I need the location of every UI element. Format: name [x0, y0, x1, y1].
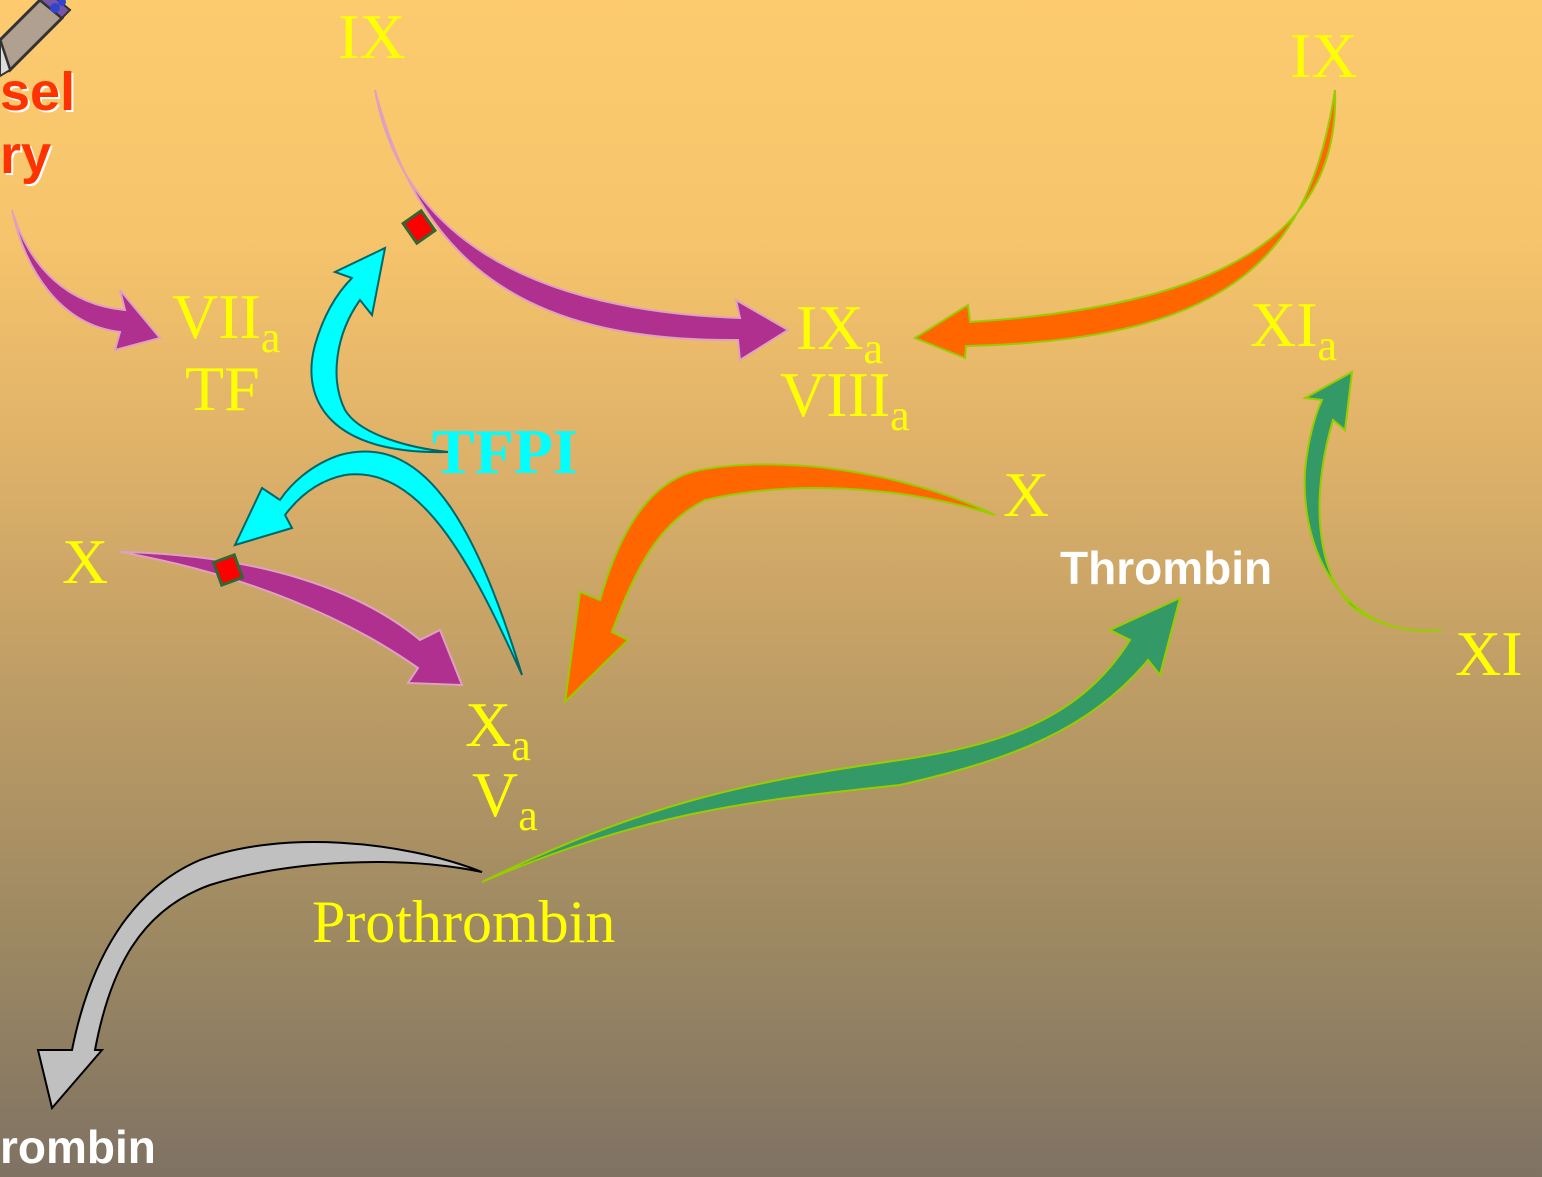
- label-tf: TF: [185, 357, 260, 421]
- label-viiia: VIIIa: [780, 363, 910, 427]
- label-xia-sub: a: [1318, 321, 1338, 370]
- arrow-ix-to-ixa: [375, 90, 788, 360]
- vessel-injury-label-line2: ry: [0, 128, 51, 182]
- arrow-injury-to-viia: [12, 210, 160, 350]
- arrow-tfpi-to-viia: [311, 248, 448, 452]
- label-thrombin-right: Thrombin: [1060, 545, 1272, 591]
- label-x-right: X: [1003, 463, 1049, 527]
- label-viia-main: VII: [172, 281, 261, 352]
- label-xa: Xa: [465, 693, 531, 757]
- label-thrombin-bottom: rombin: [0, 1124, 156, 1170]
- arrow-x-to-xa: [120, 552, 462, 685]
- label-viiia-sub: a: [890, 391, 910, 440]
- vessel-injury-label-line1: sel: [0, 65, 75, 119]
- label-ix-top: IX: [338, 5, 406, 69]
- label-ix-right: IX: [1290, 24, 1358, 88]
- label-xi: XI: [1455, 622, 1523, 686]
- label-xia-main: XI: [1250, 289, 1318, 360]
- inhibition-marker-bottom: [214, 555, 243, 585]
- label-ixa: IXa: [796, 296, 883, 360]
- label-viiia-main: VIII: [780, 359, 890, 430]
- label-xia: XIa: [1250, 293, 1337, 357]
- label-x-left: X: [62, 530, 108, 594]
- label-viia-sub: a: [261, 313, 281, 362]
- label-va-main: V: [472, 759, 518, 830]
- arrow-prothrombin-to-thrombin-bottom: [38, 842, 482, 1108]
- arrow-xright-to-xa: [565, 464, 995, 702]
- label-tfpi: TFPI: [432, 420, 578, 484]
- label-ixa-main: IX: [796, 292, 864, 363]
- label-va: Va: [472, 763, 538, 827]
- arrow-xi-to-xia: [1305, 372, 1442, 631]
- label-prothrombin: Prothrombin: [312, 892, 615, 952]
- label-viia: VIIa: [172, 285, 280, 349]
- label-xa-main: X: [465, 689, 511, 760]
- label-va-sub: a: [518, 791, 538, 840]
